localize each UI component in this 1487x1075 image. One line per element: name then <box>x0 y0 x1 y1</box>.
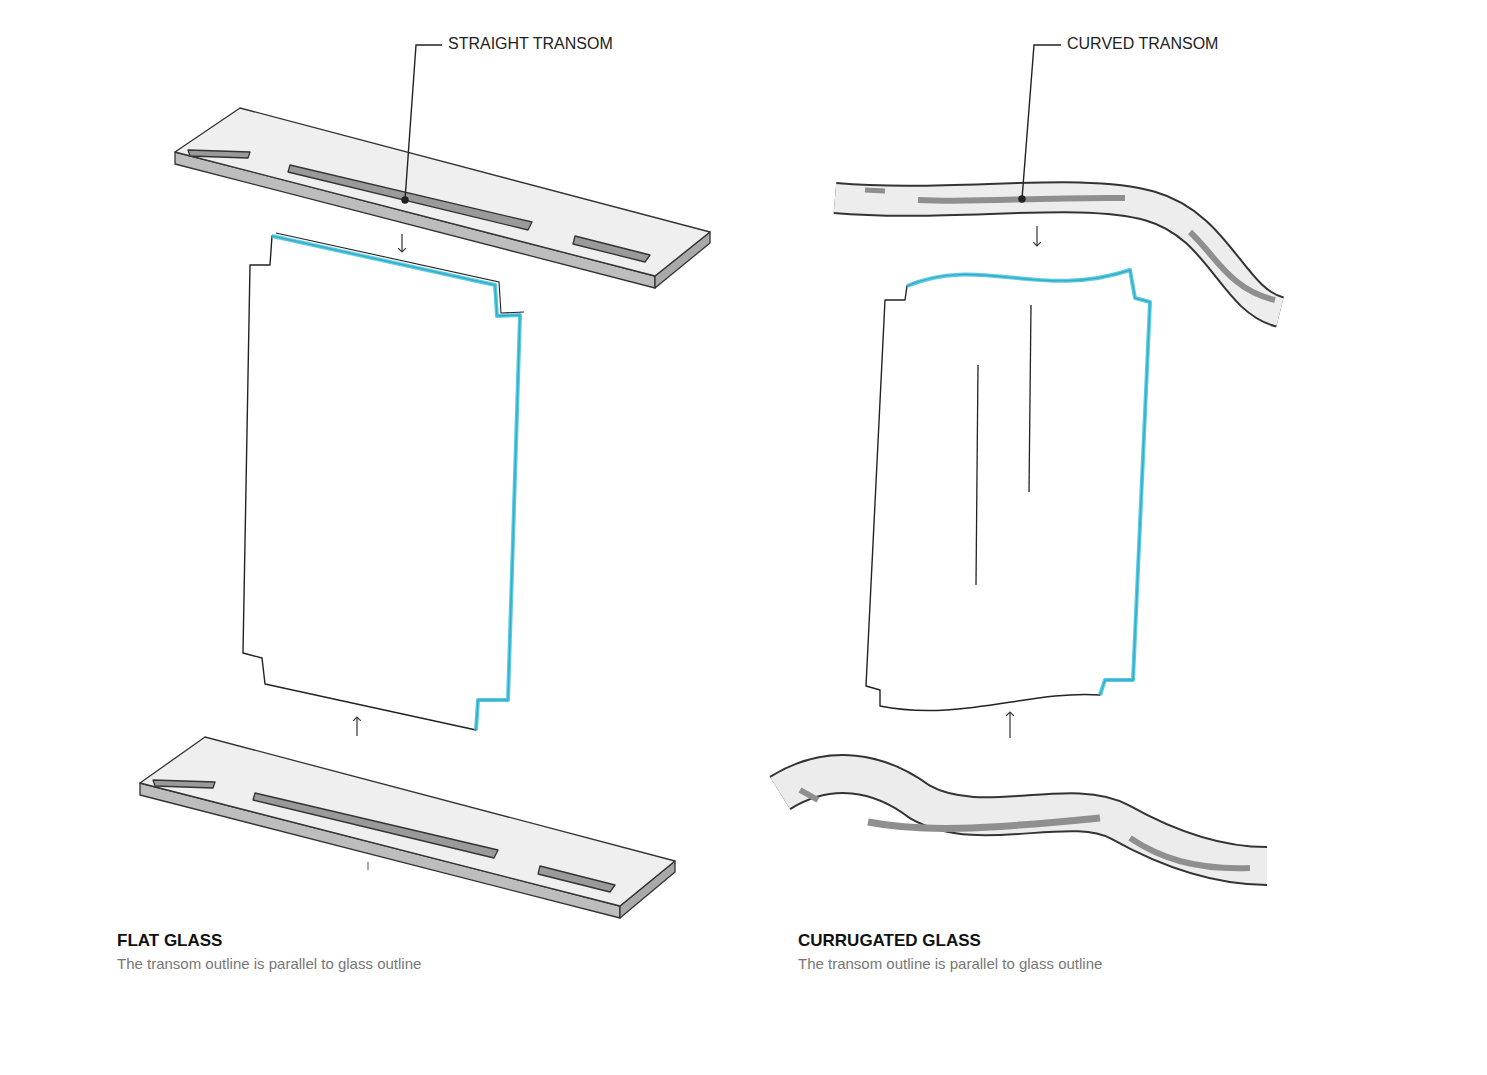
section-heading: FLAT GLASS <box>117 931 222 951</box>
curved-transom-bottom <box>780 774 1267 868</box>
part-label: CURVED TRANSOM <box>1067 35 1218 53</box>
section-note: The transom outline is parallel to glass… <box>798 955 1102 972</box>
straight-transom-bottom <box>140 737 675 918</box>
section-note: The transom outline is parallel to glass… <box>117 955 421 972</box>
flat-glass-pane <box>243 233 524 736</box>
corrugated-glass-pane <box>866 226 1150 738</box>
straight-transom-top <box>175 108 710 288</box>
section-heading: CURRUGATED GLASS <box>798 931 981 951</box>
part-label: STRAIGHT TRANSOM <box>448 35 613 53</box>
leader-lines <box>402 45 1061 203</box>
